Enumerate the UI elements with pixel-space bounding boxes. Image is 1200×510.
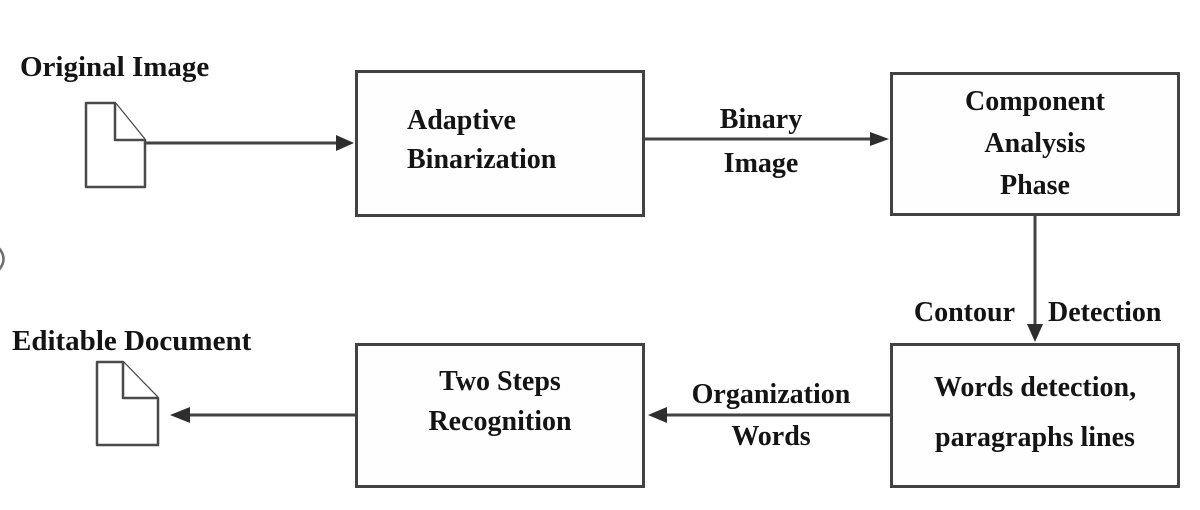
two-steps-recognition-box: Two Steps Recognition [355, 343, 645, 488]
adaptive-binarization-box: Adaptive Binarization [355, 70, 645, 217]
editable-document-label: Editable Document [12, 325, 252, 357]
adaptive-binarization-text: Adaptive Binarization [407, 101, 556, 179]
document-icon-original [84, 101, 147, 189]
arrow-twosteps-to-editable [170, 407, 355, 423]
arrow-original-to-binarization [146, 135, 354, 151]
contour-edge-label-right: Detection [1048, 297, 1162, 328]
arrow-head-right [870, 132, 889, 146]
box-text-line: Component [964, 86, 1105, 117]
page-outline [84, 101, 147, 189]
arrow-head-left [648, 407, 667, 423]
component-analysis-phase-text: Component Analysis Phase [965, 81, 1105, 207]
edge-label-line: Image [723, 148, 799, 179]
box-text-line: Adaptive [407, 104, 516, 136]
edge-label-line: Organization [691, 379, 851, 410]
edge-label-line: Words [731, 421, 811, 452]
box-text-line: Phase [999, 170, 1070, 201]
page-fold [121, 362, 158, 400]
words-detection-text: Words detection, paragraphs lines [934, 363, 1136, 463]
box-text-line: paragraphs lines [935, 421, 1135, 453]
box-text-line: Analysis [984, 128, 1086, 159]
component-analysis-phase-box: Component Analysis Phase [890, 72, 1180, 216]
box-text-line: Words detection, [933, 371, 1137, 403]
words-detection-box: Words detection, paragraphs lines [890, 343, 1180, 488]
original-image-label: Original Image [20, 51, 210, 83]
box-text-line: Two Steps [439, 365, 561, 397]
edge-label-line: Binary [719, 104, 803, 135]
scan-artifact-arc [0, 247, 5, 271]
page-outline [95, 360, 160, 447]
organization-words-edge-label: Organization Words [678, 374, 864, 458]
arrow-head-down [1027, 324, 1043, 342]
document-icon-editable [95, 360, 160, 447]
two-steps-recognition-text: Two Steps Recognition [428, 362, 571, 442]
box-text-line: Binarization [407, 143, 557, 175]
binary-image-edge-label: Binary Image [688, 98, 834, 186]
box-text-line: Recognition [428, 405, 572, 437]
arrow-head-right [336, 135, 354, 151]
page-fold [113, 103, 145, 142]
contour-edge-label-left: Contour [913, 297, 1015, 328]
arrow-component-to-words [1027, 216, 1043, 342]
arrow-head-left [170, 407, 190, 423]
